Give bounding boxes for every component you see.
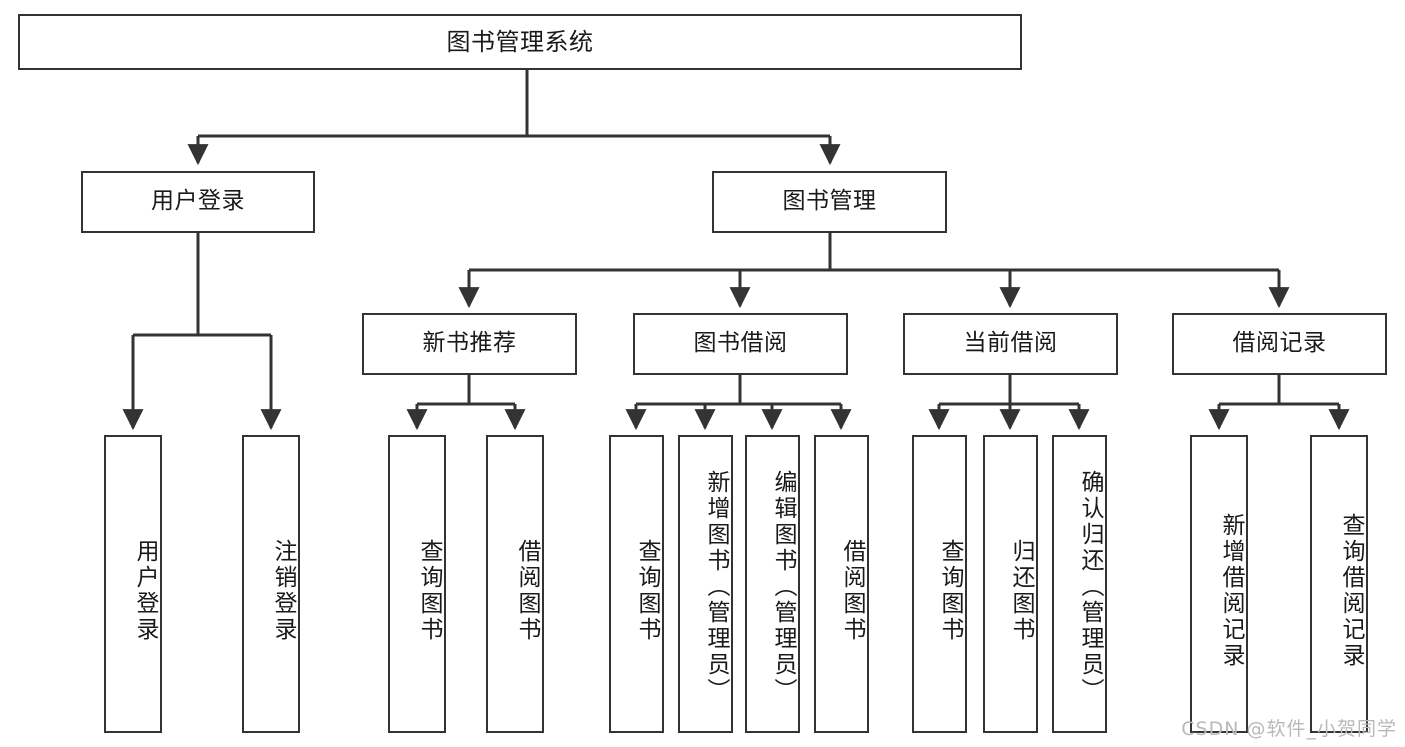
node-level2-book-management[interactable]: 图书管理 (712, 171, 947, 233)
csdn-watermark: CSDN @软件_小贺同学 (1181, 718, 1397, 740)
node-leaf-query-borrow-record[interactable]: 查询借阅记录 (1310, 435, 1368, 733)
node-level3-new-book-recommend[interactable]: 新书推荐 (362, 313, 577, 375)
node-leaf-add-borrow-record[interactable]: 新增借阅记录 (1190, 435, 1248, 733)
node-leaf-user-login[interactable]: 用户登录 (104, 435, 162, 733)
node-level3-current-borrow[interactable]: 当前借阅 (903, 313, 1118, 375)
node-leaf-query-book-newbook[interactable]: 查询图书 (388, 435, 446, 733)
node-level3-book-borrow[interactable]: 图书借阅 (633, 313, 848, 375)
node-level3-borrow-record[interactable]: 借阅记录 (1172, 313, 1387, 375)
node-leaf-borrow-book[interactable]: 借阅图书 (814, 435, 869, 733)
node-leaf-query-book-current[interactable]: 查询图书 (912, 435, 967, 733)
node-leaf-confirm-return-admin[interactable]: 确认归还（管理员） (1052, 435, 1107, 733)
node-leaf-edit-book-admin[interactable]: 编辑图书（管理员） (745, 435, 800, 733)
node-leaf-borrow-book-newbook[interactable]: 借阅图书 (486, 435, 544, 733)
node-root[interactable]: 图书管理系统 (18, 14, 1022, 70)
node-level2-user-login[interactable]: 用户登录 (81, 171, 315, 233)
node-leaf-logout[interactable]: 注销登录 (242, 435, 300, 733)
node-leaf-add-book-admin[interactable]: 新增图书（管理员） (678, 435, 733, 733)
node-leaf-query-book-borrow[interactable]: 查询图书 (609, 435, 664, 733)
node-leaf-return-book[interactable]: 归还图书 (983, 435, 1038, 733)
